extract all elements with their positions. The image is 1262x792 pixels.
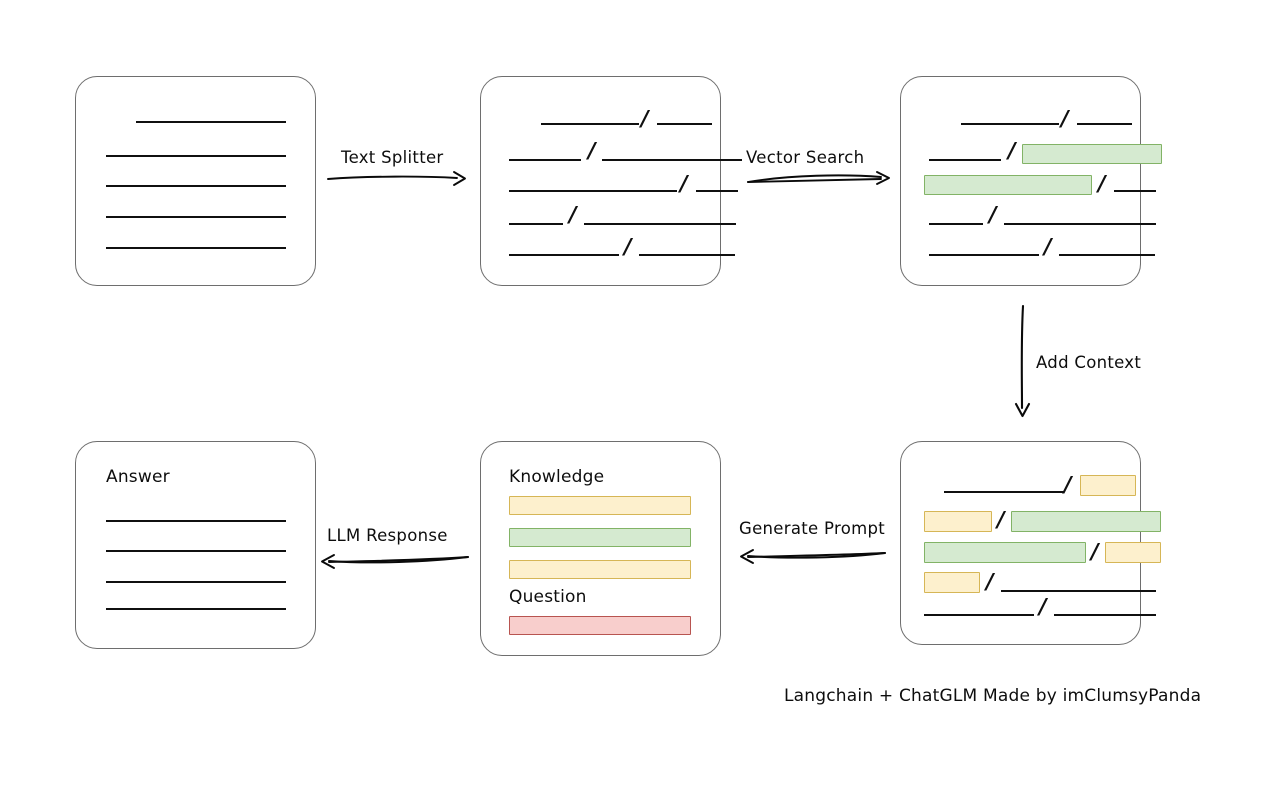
chunk-segment	[639, 254, 735, 256]
chunk-separator: /	[1098, 171, 1106, 196]
chunk-segment	[509, 159, 581, 161]
answer-line	[106, 520, 286, 522]
node-context-added-chunks[interactable]: / / / / /	[900, 441, 1161, 645]
chunk-segment-highlight-green	[924, 542, 1086, 563]
chunk-segment-highlight-green	[1011, 511, 1161, 532]
edge-vector-search-label: Vector Search	[746, 148, 865, 167]
prompt-knowledge-bar	[509, 528, 691, 547]
chunk-separator: /	[989, 202, 997, 227]
edge-text-splitter-label: Text Splitter	[341, 148, 444, 167]
answer-content: Answer	[76, 442, 315, 648]
chunk-separator: /	[1061, 106, 1069, 131]
edge-vector-search-arrow	[747, 171, 890, 185]
chunk-separator: /	[1091, 539, 1099, 564]
chunk-segment-highlight-yellow	[924, 511, 992, 532]
chunk-segment	[1077, 123, 1132, 125]
source-document-lines	[76, 77, 315, 285]
chunk-segment	[1004, 223, 1156, 225]
answer-heading: Answer	[106, 467, 170, 487]
chunk-separator: /	[569, 202, 577, 227]
prompt-content: Knowledge Question	[481, 442, 720, 655]
chunk-separator: /	[997, 507, 1005, 532]
chunk-segment-highlight-green	[1022, 144, 1162, 164]
chunk-segment-highlight-green	[924, 175, 1092, 195]
chunk-separator: /	[680, 171, 688, 196]
chunk-segment	[1114, 190, 1156, 192]
chunk-segment-highlight-yellow	[1105, 542, 1161, 563]
node-vector-matched-chunks[interactable]: / / / / /	[900, 76, 1162, 286]
edge-add-context-label: Add Context	[1036, 353, 1142, 372]
doc-line	[136, 121, 286, 123]
node-generated-prompt[interactable]: Knowledge Question	[480, 441, 721, 656]
doc-line	[106, 185, 286, 187]
chunk-segment	[944, 491, 1064, 493]
chunk-separator: /	[986, 569, 994, 594]
node-answer[interactable]: Answer	[75, 441, 316, 649]
chunk-separator: /	[1064, 472, 1072, 497]
edge-text-splitter-arrow	[327, 171, 466, 186]
chunk-separator: /	[1044, 234, 1052, 259]
edge-llm-response-label: LLM Response	[327, 526, 448, 545]
chunk-separator: /	[641, 106, 649, 131]
chunk-separator: /	[588, 138, 596, 163]
doc-line	[106, 155, 286, 157]
chunk-segment	[929, 254, 1039, 256]
chunk-separator: /	[624, 234, 632, 259]
chunk-segment	[1054, 614, 1156, 616]
prompt-knowledge-bar	[509, 496, 691, 515]
footer-credit: Langchain + ChatGLM Made by imClumsyPand…	[784, 686, 1202, 706]
chunk-segment	[541, 123, 639, 125]
chunk-segment	[584, 223, 736, 225]
prompt-knowledge-bar	[509, 560, 691, 579]
chunk-segment-highlight-yellow	[1080, 475, 1136, 496]
chunk-segment	[929, 223, 983, 225]
edge-add-context-arrow	[1014, 304, 1031, 418]
edge-generate-prompt-label: Generate Prompt	[739, 519, 885, 538]
chunk-segment	[696, 190, 738, 192]
node-split-chunks[interactable]: / / / / /	[480, 76, 742, 286]
context-added-rows: / / / / /	[901, 442, 1161, 644]
edge-llm-response-arrow	[321, 554, 469, 569]
chunk-segment	[924, 614, 1034, 616]
chunk-segment	[961, 123, 1059, 125]
node-source-document[interactable]	[75, 76, 316, 286]
answer-line	[106, 550, 286, 552]
prompt-question-bar	[509, 616, 691, 635]
edge-generate-prompt-arrow	[740, 549, 886, 564]
chunk-segment	[509, 223, 563, 225]
answer-line	[106, 581, 286, 583]
prompt-knowledge-label: Knowledge	[509, 467, 605, 487]
chunk-segment	[1059, 254, 1155, 256]
split-chunks-rows: / / / / /	[481, 77, 742, 285]
chunk-segment	[602, 159, 742, 161]
chunk-separator: /	[1008, 138, 1016, 163]
vector-matched-rows: / / / / /	[901, 77, 1162, 285]
chunk-segment	[929, 159, 1001, 161]
chunk-segment	[657, 123, 712, 125]
doc-line	[106, 216, 286, 218]
prompt-question-label: Question	[509, 587, 587, 607]
doc-line	[106, 247, 286, 249]
answer-line	[106, 608, 286, 610]
chunk-separator: /	[1039, 594, 1047, 619]
chunk-segment	[509, 190, 677, 192]
chunk-segment-highlight-yellow	[924, 572, 980, 593]
chunk-segment	[1001, 590, 1156, 592]
chunk-segment	[509, 254, 619, 256]
